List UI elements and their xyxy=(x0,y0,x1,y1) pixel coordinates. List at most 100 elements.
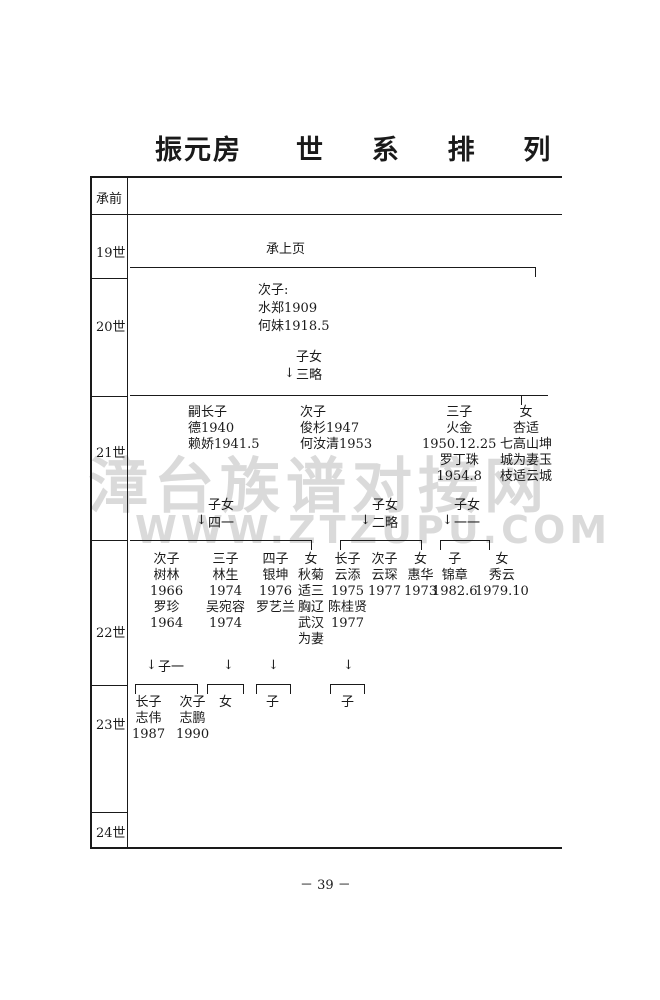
person-line: 秋菊 xyxy=(298,568,325,583)
gen23-bracket xyxy=(135,684,198,685)
children-count-top: 子女 xyxy=(372,498,399,513)
person-line: 三子 xyxy=(212,552,239,567)
down-arrow-icon: ↓ xyxy=(360,513,371,528)
gen-column-divider xyxy=(127,176,128,848)
gen22-bracket-end xyxy=(311,540,312,550)
person-line: 武汉 xyxy=(298,616,325,631)
person-line: 1974 xyxy=(208,584,243,599)
gen23-bracket-end xyxy=(135,684,136,694)
person-gen22: 子 锦章 1982.6 xyxy=(432,552,478,600)
table-bottom-border xyxy=(90,847,562,849)
person-line: 惠华 xyxy=(407,568,434,583)
down-arrow-icon: ↓ xyxy=(223,658,234,673)
person-line: 为妻 xyxy=(298,632,325,647)
gen-label: 24世 xyxy=(96,826,126,841)
person-gen21: 女 杏适 七高山坤 城为妻玉 枝适云城 xyxy=(500,405,552,485)
gen-label: 承前 xyxy=(96,192,123,207)
person-gen21: 次子 俊杉1947 何汝清1953 xyxy=(300,405,372,453)
gen23-bracket xyxy=(256,684,291,685)
page-title: 世 系 排 列 xyxy=(296,135,561,166)
gen21-bracket xyxy=(130,395,548,396)
table-top-border xyxy=(90,176,562,178)
person-line: 赖娇1941.5 xyxy=(188,437,260,452)
gen23-bracket-end xyxy=(197,684,198,694)
person-line: 云添 xyxy=(334,568,361,583)
person-line: 1979.10 xyxy=(475,584,529,599)
gen-label: 22世 xyxy=(96,626,126,641)
person-gen22: 三子 林生 1974 吴宛容 1974 xyxy=(206,552,245,632)
continued-note: 承上页 xyxy=(266,242,306,257)
person-gen22: 次子 云琛 1977 xyxy=(368,552,401,600)
person-gen20: 次子: 水郑1909 何妹1918.5 xyxy=(258,283,330,335)
person-line: 次子 xyxy=(179,695,206,710)
person-line: 1950.12.25 xyxy=(422,437,497,452)
person-line: 1982.6 xyxy=(432,584,478,599)
down-arrow-icon: ↓ xyxy=(268,658,279,673)
person-line: 1966 xyxy=(150,584,184,599)
children-count-bottom: 三略 xyxy=(296,368,323,383)
person-line: 1954.8 xyxy=(436,469,482,484)
person-line: 七高山坤 xyxy=(500,437,553,452)
gen23-bracket-end xyxy=(207,684,208,694)
person-line: 胸辽 xyxy=(298,600,325,615)
gen22-bracket-end xyxy=(421,540,422,550)
person-line: 志鹏 xyxy=(179,711,206,726)
person-line: 女 xyxy=(219,695,233,710)
down-arrow-icon: ↓ xyxy=(442,513,453,528)
person-gen23: 次子 志鹏 1990 xyxy=(176,695,209,743)
person-line: 女 xyxy=(519,405,533,420)
children-count-bottom: 二略 xyxy=(372,516,399,531)
gen20-bracket xyxy=(130,267,536,268)
person-line: 水郑1909 xyxy=(258,301,318,316)
person-line: 1987 xyxy=(132,727,166,742)
person-gen22: 四子 银坤 1976 罗艺兰 xyxy=(256,552,295,616)
person-gen21: 三子 火金 1950.12.25 罗丁珠 1954.8 xyxy=(422,405,496,485)
person-line: 树林 xyxy=(153,568,180,583)
person-gen22: 长子 云添 1975 陈桂贤 1977 xyxy=(328,552,367,632)
person-line: 子 xyxy=(448,552,462,567)
person-line: 秀云 xyxy=(488,568,515,583)
person-line: 罗艺兰 xyxy=(256,600,296,615)
person-line: 女 xyxy=(414,552,428,567)
table-left-border xyxy=(90,176,92,848)
person-line: 女 xyxy=(495,552,509,567)
person-line: 林生 xyxy=(212,568,239,583)
gen22-bracket xyxy=(130,540,312,541)
person-line: 火金 xyxy=(446,421,473,436)
gen22-bracket-end xyxy=(440,540,441,550)
person-gen23: 女 xyxy=(219,695,232,711)
page-number: － 39 － xyxy=(300,878,351,893)
children-count-bottom: 四一 xyxy=(208,516,235,531)
gen21-bracket-end xyxy=(521,395,522,405)
person-line: 陈桂贤 xyxy=(328,600,368,615)
gen22-bracket xyxy=(340,540,422,541)
gen-label: 21世 xyxy=(96,446,126,461)
gen23-bracket xyxy=(330,684,365,685)
person-line: 三子 xyxy=(446,405,473,420)
person-gen22: 女 秀云 1979.10 xyxy=(475,552,529,600)
gen23-bracket-end xyxy=(290,684,291,694)
down-arrow-icon: ↓ xyxy=(146,658,157,673)
person-line: 城为妻玉 xyxy=(500,453,553,468)
person-line: 1976 xyxy=(258,584,293,599)
down-arrow-icon: ↓ xyxy=(343,658,354,673)
person-line: 1990 xyxy=(176,727,210,742)
person-line: 枝适云城 xyxy=(500,469,553,484)
gen22-bracket xyxy=(440,540,490,541)
person-line: 1977 xyxy=(330,616,365,631)
gen23-bracket-end xyxy=(256,684,257,694)
person-line: 1974 xyxy=(208,616,243,631)
gen22-bracket-end xyxy=(489,540,490,550)
person-line: 次子 xyxy=(300,405,327,420)
person-line: 嗣长子 xyxy=(188,405,228,420)
children-count-label: 子一 xyxy=(158,660,185,675)
row-divider xyxy=(90,540,128,541)
children-count-top: 子女 xyxy=(454,498,481,513)
person-line: 1973 xyxy=(404,584,438,599)
person-line: 志伟 xyxy=(135,711,162,726)
children-count-top: 子女 xyxy=(296,350,323,365)
person-line: 子 xyxy=(266,695,280,710)
person-gen22: 女 惠华 1973 xyxy=(404,552,437,600)
person-line: 子 xyxy=(341,695,355,710)
person-line: 女 xyxy=(304,552,318,567)
